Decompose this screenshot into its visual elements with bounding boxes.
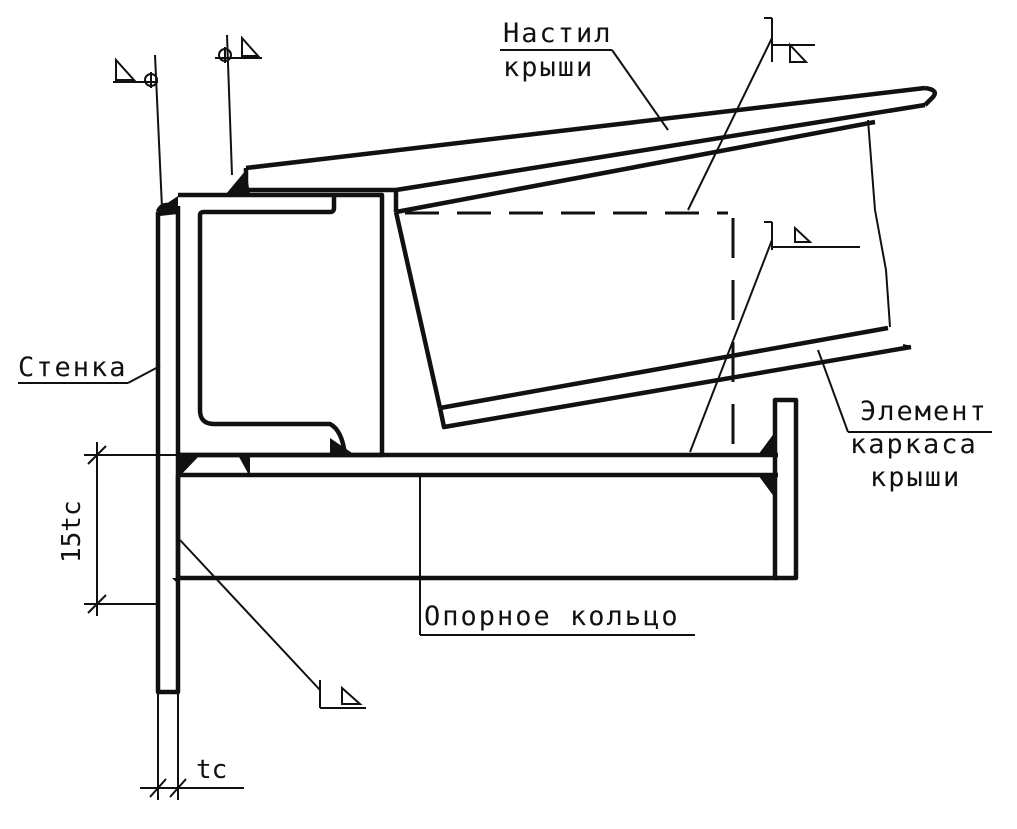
label-frame-line2: каркаса <box>850 429 978 460</box>
dimension-label-tc: tc <box>196 755 227 785</box>
weld-symbol-top-left <box>113 54 163 209</box>
weld-symbol-top-center <box>215 34 262 176</box>
label-wall: Стенка <box>18 352 128 383</box>
label-roof-deck-line2: крыши <box>503 52 594 83</box>
welds <box>158 170 775 584</box>
dimension-15tc <box>84 442 178 616</box>
label-support-ring: Опорное кольцо <box>424 601 680 632</box>
label-frame-line3: крыши <box>870 462 961 493</box>
weld-symbol-ring-bottom <box>179 539 366 709</box>
dimension-label-15tc: 15tc <box>57 500 87 563</box>
channel-profile <box>178 192 385 458</box>
support-ring <box>175 397 799 581</box>
label-leaders <box>18 49 992 636</box>
gusset-plate <box>380 211 735 455</box>
weld-symbol-roof-top <box>687 17 815 211</box>
weld-symbol-ring-top <box>689 221 860 453</box>
dimension-tc <box>140 692 244 800</box>
label-roof-deck-line1: Настил <box>503 18 613 49</box>
tank-wall <box>155 202 181 695</box>
label-frame-line1: Элемент <box>860 396 988 427</box>
roof-frame-element <box>393 119 912 430</box>
